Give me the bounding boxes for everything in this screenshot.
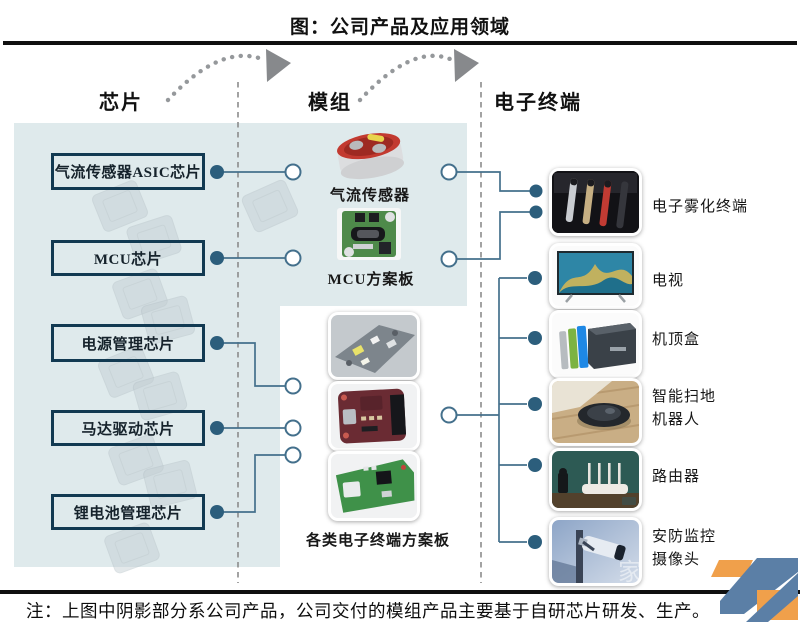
chip-label: 气流传感器ASIC芯片 (54, 165, 202, 181)
airflow-sensor-image (337, 133, 404, 180)
chip-box-mcu: MCU芯片 (51, 240, 205, 276)
top-rule (3, 41, 797, 45)
terminal-label-tv: 电视 (652, 273, 685, 289)
tv-terminal-image (549, 243, 642, 309)
arrowhead-icon (454, 49, 479, 82)
terminal-label-vape: 电子雾化终端 (652, 199, 749, 215)
module-label-airflow-sensor: 气流传感器 (329, 188, 410, 204)
figure-footnote: 注：上图中阴影部分系公司产品，公司交付的模组产品主要基于自研芯片研发、生产。 (26, 601, 710, 621)
flow-arc-modules-to-terminals-icon (357, 53, 453, 103)
module-label-terminal-boards: 各类电子终端方案板 (305, 533, 450, 549)
bottom-rule (0, 590, 800, 594)
green-pcb-image (328, 451, 420, 521)
red-pcb-image (328, 381, 420, 451)
vape-terminal-image (549, 168, 642, 236)
column-header-modules: 模组 (308, 92, 352, 114)
security-camera-terminal-image: 家 (549, 517, 642, 586)
column-header-chips: 芯片 (99, 92, 143, 114)
chip-label: 锂电池管理芯片 (73, 505, 183, 522)
robot-vacuum-terminal-image (549, 378, 642, 446)
terminal-label-settop-box: 机顶盒 (652, 332, 701, 348)
chip-box-airflow-asic: 气流传感器ASIC芯片 (51, 153, 205, 190)
gray-pcb-image (328, 312, 420, 380)
chip-label: MCU芯片 (93, 251, 163, 268)
chip-label: 马达驱动芯片 (81, 421, 175, 438)
arrowhead-icon (266, 49, 291, 82)
figure-title: 图：公司产品及应用领域 (289, 17, 510, 38)
chip-label: 电源管理芯片 (81, 336, 175, 353)
watermark-glyph: 家 (618, 559, 639, 583)
column-header-terminals: 电子终端 (494, 92, 582, 114)
chip-box-li-battery-management: 锂电池管理芯片 (51, 494, 205, 530)
chip-box-motor-driver: 马达驱动芯片 (51, 410, 205, 446)
mcu-board-image (337, 208, 401, 260)
module-label-mcu-board: MCU方案板 (327, 272, 415, 288)
terminal-label-router: 路由器 (652, 469, 701, 485)
router-terminal-image (549, 448, 642, 511)
chip-box-power-management: 电源管理芯片 (51, 324, 205, 362)
brand-logo (711, 558, 798, 622)
terminal-label-robot-vacuum: 智能扫地机器人 (652, 389, 717, 428)
terminal-label-security-camera: 安防监控摄像头 (652, 529, 717, 568)
settop-box-terminal-image (549, 310, 642, 378)
flow-arc-chips-to-modules-icon (165, 53, 265, 103)
